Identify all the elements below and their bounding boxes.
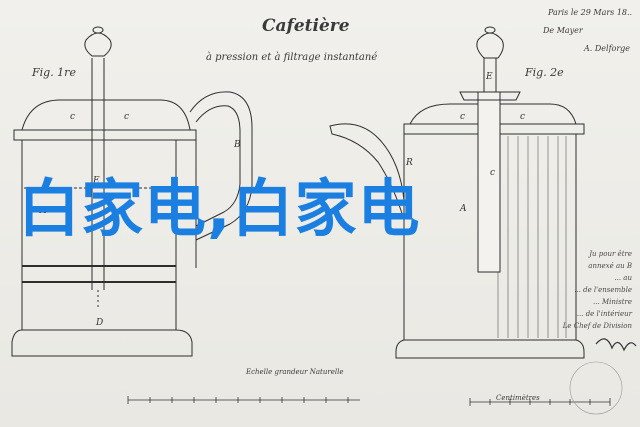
overlay-caption: 白家电,白家电	[18, 172, 421, 245]
letter-c-right-2: c	[520, 112, 526, 122]
left-pot-handle-inner	[195, 105, 241, 227]
letter-r: R	[406, 158, 413, 168]
scale-label-right: Centimètres	[496, 394, 540, 402]
right-pot-body	[403, 134, 577, 341]
right-pot-fluting	[497, 136, 567, 338]
side-note-6: ... de l'intérieur	[576, 310, 632, 318]
right-plunger-knob	[476, 32, 504, 59]
dateline-3: A. Delforge	[584, 44, 631, 53]
figure-label-left: Fig. 1re	[32, 66, 76, 79]
right-plunger-neck	[483, 58, 497, 92]
side-note-5: ... Ministre	[593, 298, 632, 306]
letter-c-left-2: c	[124, 112, 130, 122]
left-plunger-rod	[91, 58, 105, 290]
side-note-1: Ju pour être	[589, 250, 632, 258]
left-plunger-knob	[84, 32, 112, 57]
left-knob-top	[92, 26, 104, 34]
scale-label-left: Echelle grandeur Naturelle	[246, 368, 344, 376]
letter-c-right-1: c	[460, 112, 466, 122]
left-pot-lid	[21, 99, 191, 131]
side-note-3: ... au	[614, 274, 632, 282]
scale-ticks-right	[469, 398, 611, 406]
left-pot-handle	[189, 91, 253, 241]
side-note-7: Le Chef de Division	[562, 322, 632, 330]
right-knob-top	[484, 26, 496, 34]
dateline-2: De Mayer	[543, 26, 583, 35]
right-lid-hinge	[459, 91, 521, 101]
right-plunger-block	[477, 91, 501, 273]
stamp-circle	[569, 361, 623, 415]
left-pot-body	[21, 140, 177, 331]
letter-c-left-1: c	[70, 112, 76, 122]
right-pot-base	[395, 339, 585, 359]
side-note-4: ... de l'ensemble	[574, 286, 632, 294]
right-pot-lid	[409, 103, 577, 125]
figure-label-right: Fig. 2e	[525, 66, 564, 79]
scale-ticks-left	[127, 396, 349, 404]
drawing-title: Cafetière	[262, 16, 350, 36]
letter-a-right: A	[460, 204, 467, 214]
signature-scribble	[595, 338, 637, 352]
drawing-subtitle: à pression et à filtrage instantané	[206, 52, 378, 63]
left-pot-lid-rim	[13, 129, 197, 141]
letter-c-right-3: c	[490, 168, 496, 178]
letter-b: B	[234, 140, 241, 150]
side-note-2: annexé au B	[588, 262, 632, 270]
letter-a-left: A	[40, 206, 47, 216]
dateline-1: Paris le 29 Mars 18..	[548, 8, 633, 17]
left-pot-base	[11, 329, 193, 357]
letter-e-left: E	[93, 176, 100, 186]
letter-d: D	[96, 318, 104, 328]
letter-e-right: E	[486, 72, 493, 82]
right-pot-rim	[403, 123, 585, 135]
